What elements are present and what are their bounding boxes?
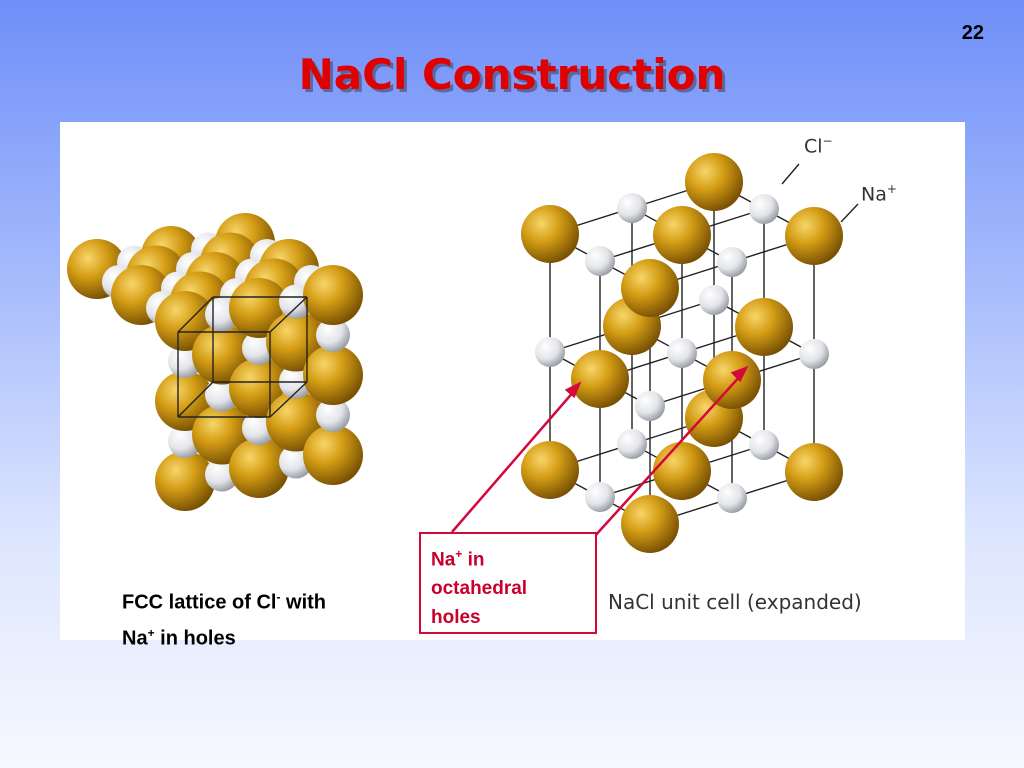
octahedral-holes-callout: Na+ in octahedral holes (419, 532, 597, 634)
chloride-ion (303, 345, 363, 405)
chloride-ion (155, 451, 215, 511)
chloride-ion (785, 443, 843, 501)
cube-edge (269, 296, 308, 333)
sodium-ion (316, 398, 350, 432)
sodium-ion (617, 193, 647, 223)
cl-leader-line (781, 163, 800, 185)
chloride-ion (785, 207, 843, 265)
callout-arrows (451, 365, 749, 538)
chloride-ion (521, 205, 579, 263)
chloride-ion (621, 495, 679, 553)
sodium-ion (717, 247, 747, 277)
nacl-figure (67, 153, 859, 553)
sodium-ion (535, 337, 565, 367)
sodium-ion (799, 339, 829, 369)
expanded-unit-cell-model (521, 153, 859, 553)
sodium-ion (585, 482, 615, 512)
sodium-ion (617, 429, 647, 459)
chloride-ion (303, 265, 363, 325)
chloride-ion (653, 206, 711, 264)
chloride-ion (229, 438, 289, 498)
ion-label-leaders (781, 163, 859, 223)
figure-panel: FCC lattice of Cl- with Na+ in holes Na+… (60, 122, 965, 649)
sodium-ion (749, 194, 779, 224)
sodium-ion (699, 285, 729, 315)
chloride-ion (303, 425, 363, 485)
na-leader-line (840, 203, 859, 223)
sodium-ion-label: Na+ (861, 182, 897, 206)
sodium-ion (749, 430, 779, 460)
sodium-ion (585, 246, 615, 276)
chloride-ion (521, 441, 579, 499)
sodium-ion (717, 483, 747, 513)
cube-edge (177, 381, 214, 418)
chloride-ion (621, 259, 679, 317)
fcc-lattice-caption: FCC lattice of Cl- with Na+ in holes (122, 590, 326, 650)
cube-edge (269, 381, 308, 418)
unit-cell-caption: NaCl unit cell (expanded) (608, 590, 862, 614)
space-filling-lattice-model (67, 213, 363, 511)
chloride-ion (571, 350, 629, 408)
sodium-ion (316, 318, 350, 352)
cube-edge (177, 296, 214, 333)
chloride-ion (703, 351, 761, 409)
slide-number: 22 (961, 22, 984, 44)
chloride-ion (685, 153, 743, 211)
slide-title: NaCl Construction (298, 50, 726, 99)
chloride-ion-label: Cl− (804, 134, 833, 158)
chloride-ion (735, 298, 793, 356)
sodium-ion (635, 391, 665, 421)
sodium-ion (667, 338, 697, 368)
chloride-ion (653, 442, 711, 500)
unit-cube-outline (177, 296, 308, 418)
